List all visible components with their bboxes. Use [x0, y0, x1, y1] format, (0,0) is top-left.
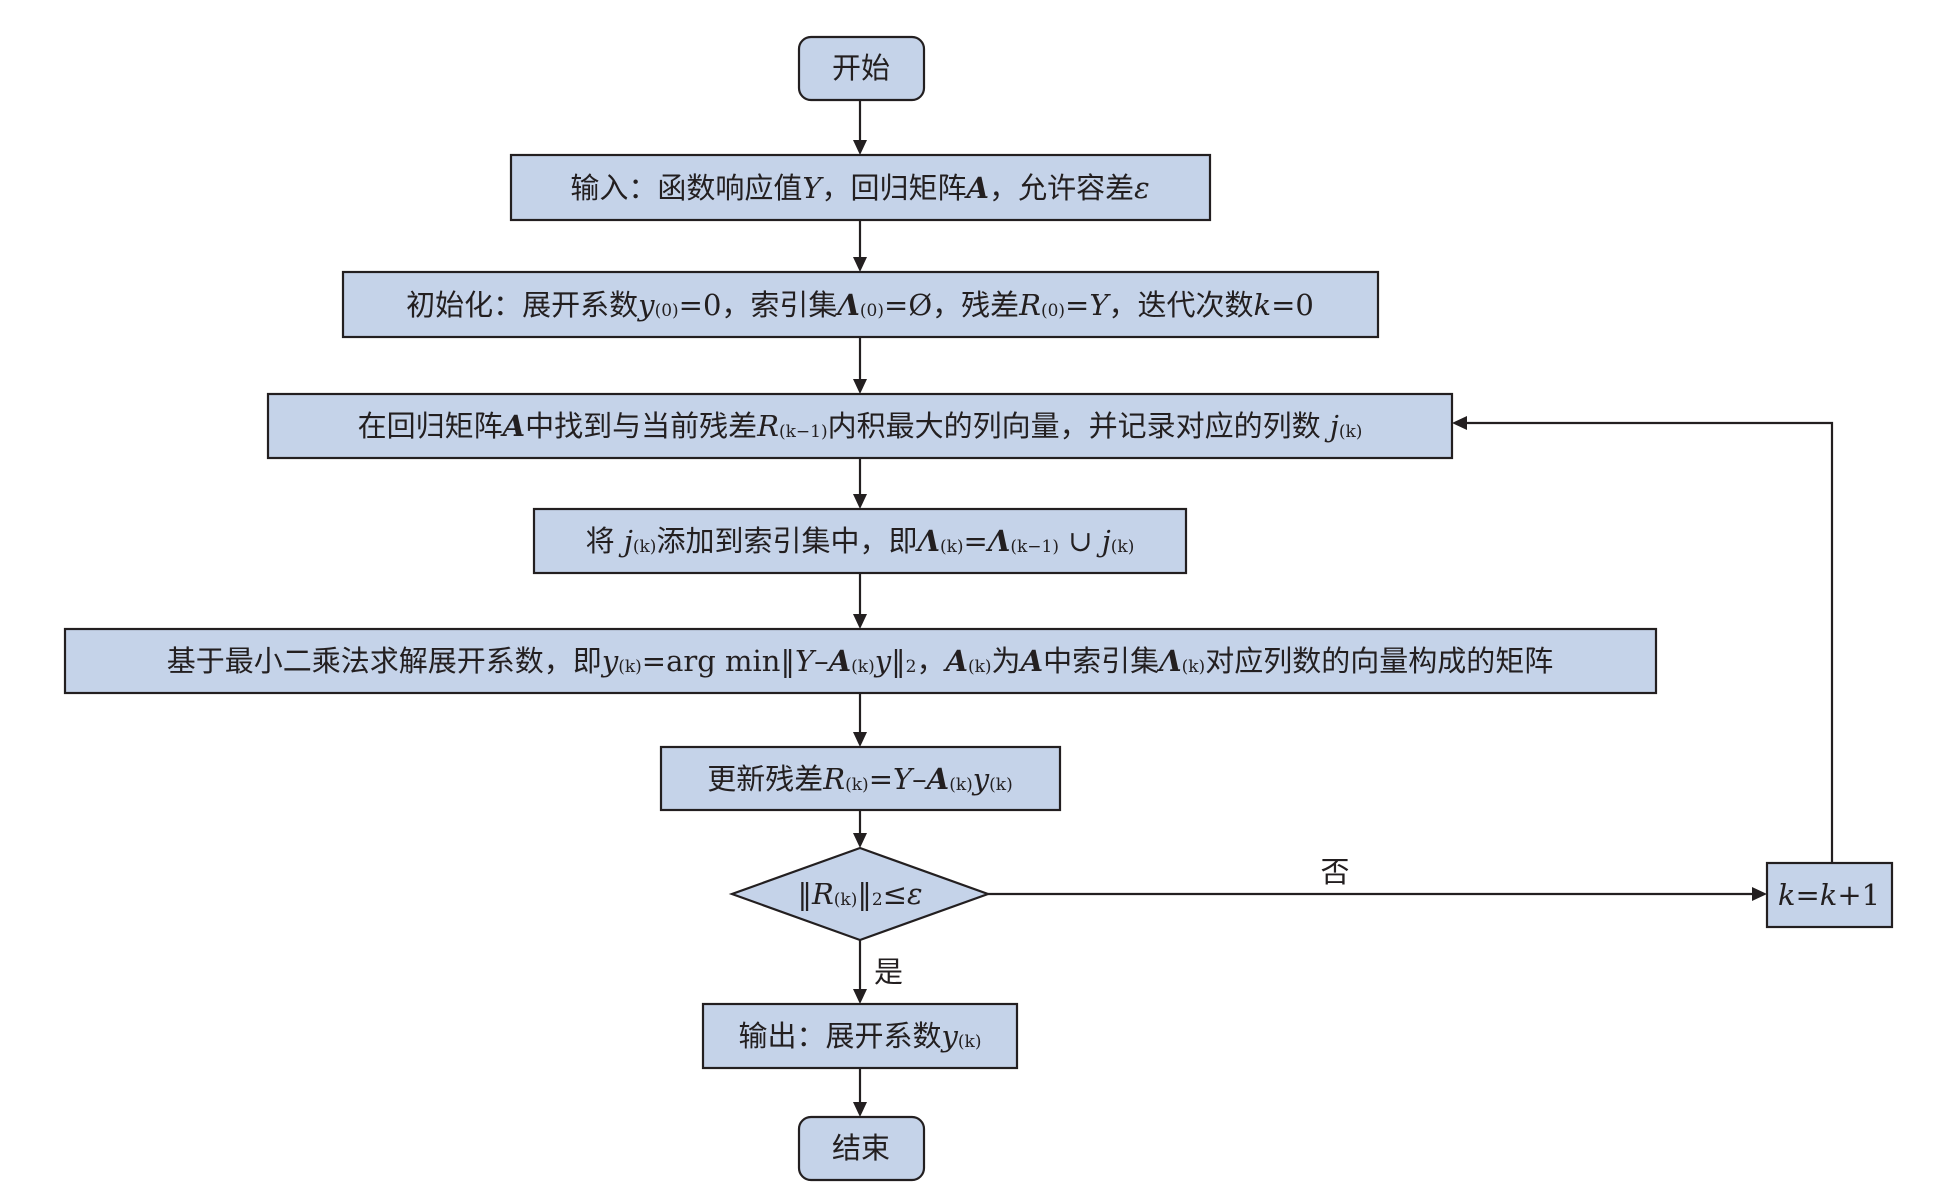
least-squares-label: 基于最小二乘法求解展开系数，即y(k)=arg min‖Y–A(k)y‖2，A(… [167, 644, 1553, 678]
add-index-node: 将 j(k)添加到索引集中，即Λ(k)=Λ(k−1) ∪ j(k) [532, 507, 1188, 575]
update-residual-node: 更新残差R(k)=Y–A(k)y(k) [659, 745, 1062, 812]
increment-node: k=k+1 [1765, 861, 1894, 929]
edge-update-to-decision [853, 810, 867, 848]
end-label: 结束 [832, 1131, 890, 1165]
edge-input-to-init [853, 220, 867, 272]
output-label: 输出：展开系数y(k) [739, 1019, 982, 1053]
end-node: 结束 [797, 1115, 926, 1182]
yes-label: 是 [874, 955, 903, 989]
start-label: 开始 [832, 51, 890, 85]
init-label: 初始化：展开系数y(0)=0，索引集Λ(0)=Ø，残差R(0)=Y，迭代次数k=… [406, 288, 1314, 322]
edge-decision-yes-to-output: 是 [853, 940, 903, 1004]
input-label: 输入：函数响应值Y，回归矩阵A，允许容差ε [570, 171, 1149, 205]
increment-label: k=k+1 [1778, 878, 1880, 912]
no-label: 否 [1320, 855, 1349, 889]
start-node: 开始 [797, 35, 926, 102]
least-squares-node: 基于最小二乘法求解展开系数，即y(k)=arg min‖Y–A(k)y‖2，A(… [63, 627, 1658, 695]
edge-solve-to-update [853, 693, 867, 747]
find-column-label: 在回归矩阵A中找到与当前残差R(k−1)内积最大的列向量，并记录对应的列数 j(… [358, 409, 1363, 443]
edge-add-to-solve [853, 573, 867, 629]
convergence-label: ‖R(k)‖2≤ε [797, 877, 922, 911]
edge-start-to-input [853, 100, 867, 155]
init-node: 初始化：展开系数y(0)=0，索引集Λ(0)=Ø，残差R(0)=Y，迭代次数k=… [341, 270, 1380, 339]
edge-output-to-end [853, 1068, 867, 1117]
output-node: 输出：展开系数y(k) [701, 1002, 1019, 1070]
update-residual-label: 更新残差R(k)=Y–A(k)y(k) [707, 762, 1012, 796]
find-column-node: 在回归矩阵A中找到与当前残差R(k−1)内积最大的列向量，并记录对应的列数 j(… [266, 392, 1454, 460]
edge-init-to-find [853, 337, 867, 394]
edge-increment-to-find [1452, 416, 1834, 863]
edge-find-to-add [853, 458, 867, 509]
add-index-label: 将 j(k)添加到索引集中，即Λ(k)=Λ(k−1) ∪ j(k) [586, 524, 1135, 558]
input-node: 输入：函数响应值Y，回归矩阵A，允许容差ε [509, 153, 1212, 222]
convergence-decision: ‖R(k)‖2≤ε [728, 846, 992, 942]
edge-decision-no-to-increment: 否 [988, 855, 1767, 901]
